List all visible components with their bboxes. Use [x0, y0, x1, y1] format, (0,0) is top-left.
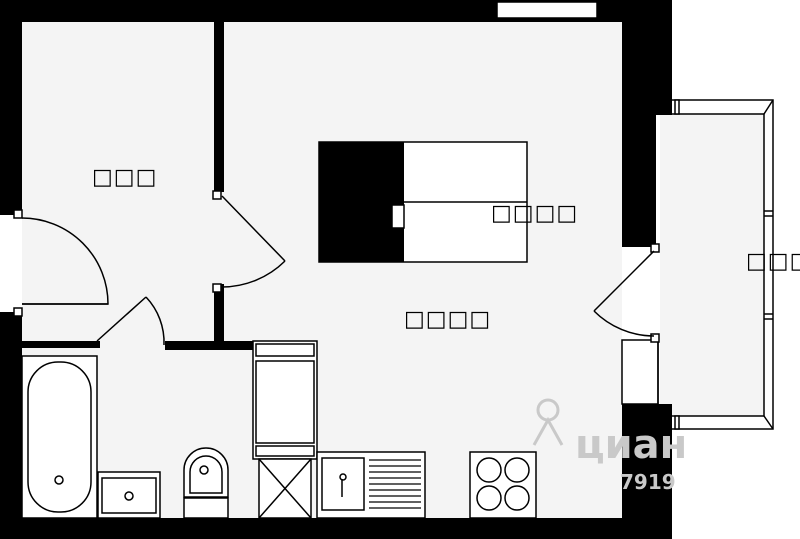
toilet	[183, 447, 229, 519]
bedroom-door	[221, 195, 286, 288]
stove	[469, 451, 537, 519]
wall-caps	[13, 190, 222, 317]
watermark-code: 7919	[620, 470, 676, 494]
watermark-logo-icon	[532, 398, 564, 446]
room-label-balcony: □□□	[746, 249, 800, 274]
balcony-door	[593, 250, 655, 337]
apartment-floor	[22, 22, 622, 518]
appliance-column	[252, 340, 318, 519]
bathroom-door	[96, 296, 165, 346]
balcony-frame	[650, 99, 774, 430]
room-label-hall: □□□	[92, 165, 158, 190]
window-frames	[496, 1, 659, 405]
room-label-bedroom: □□□□	[491, 201, 579, 226]
bathroom-sink	[97, 471, 161, 519]
entrance-door	[21, 217, 109, 305]
outer-walls	[0, 0, 672, 539]
bed	[318, 141, 528, 263]
room-label-living: □□□□	[404, 307, 492, 332]
kitchen-sink	[316, 451, 426, 519]
bathtub	[21, 355, 98, 519]
watermark-brand: циан	[575, 422, 688, 468]
balcony-floor	[660, 114, 764, 416]
